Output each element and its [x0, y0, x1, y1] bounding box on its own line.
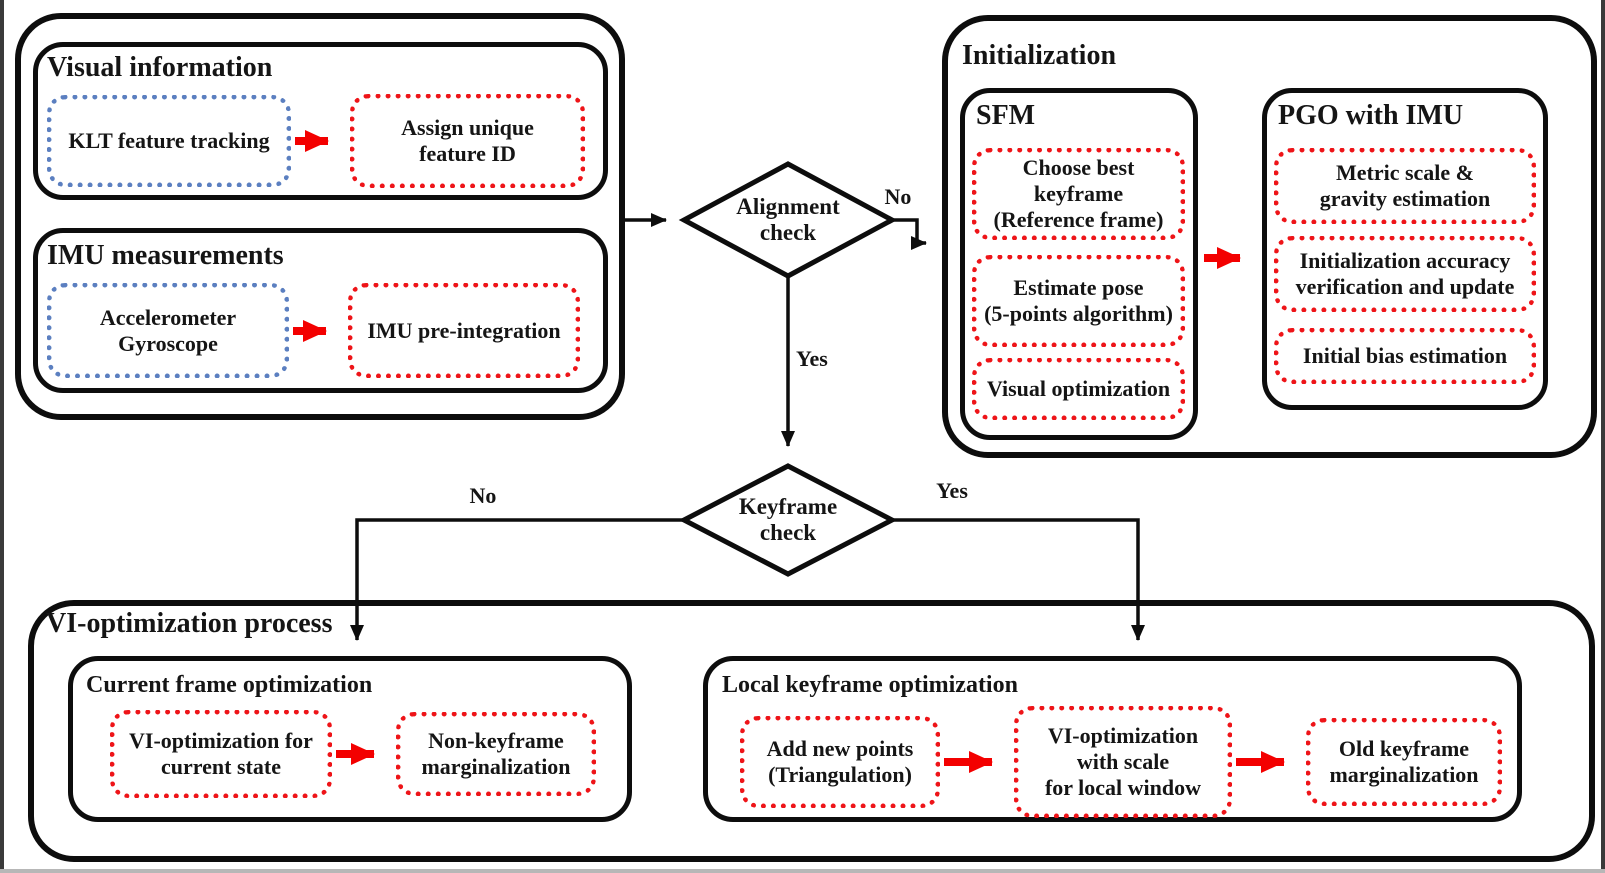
cf-step2-line1: Non-keyframe — [428, 728, 564, 754]
pgo-step1-line2: gravity estimation — [1319, 186, 1491, 211]
cf-step1-line2: current state — [161, 754, 281, 779]
sensor-line-2: Gyroscope — [118, 330, 218, 356]
lk-step2-line2: with scale — [1076, 749, 1170, 775]
initialization-title: Initialization — [962, 40, 1117, 71]
sfm-box — [960, 88, 1198, 440]
alignment-yes-label: Yes — [796, 346, 828, 371]
lk-step3-line2: marginalization — [1329, 762, 1479, 787]
current-frame-optimization-title: Current frame optimization — [86, 672, 373, 698]
left-frame-edge — [0, 0, 4, 873]
vi-optimization-process-title: VI-optimization process — [46, 608, 333, 639]
keyframe-check-line2: check — [759, 520, 817, 545]
vi-optimization-process-box — [28, 600, 1595, 862]
input-group-box — [15, 13, 625, 420]
old-keyframe-marginalization-box: Old keyframe marginalization — [1306, 718, 1502, 806]
pgo-with-imu-box — [1262, 88, 1548, 410]
pgo-step1-line1: Metric scale & — [1335, 160, 1475, 186]
imu-preintegration-label: IMU pre-integration — [367, 317, 561, 343]
klt-feature-tracking-box: KLT feature tracking — [47, 95, 291, 187]
initialization-box — [942, 15, 1597, 458]
sensor-line-1: Accelerometer — [99, 304, 237, 330]
sfm-title: SFM — [976, 100, 1036, 131]
imu-measurements-title: IMU measurements — [47, 240, 284, 271]
keyframe-no-label: No — [469, 483, 497, 508]
visual-optimization-box: Visual optimization — [972, 358, 1185, 420]
sfm-step3-line1: Visual optimization — [986, 376, 1171, 402]
lk-step1-line1: Add new points — [766, 736, 914, 762]
alignment-check-label: Alignment check — [708, 180, 868, 260]
keyframe-yes-label: Yes — [936, 478, 968, 503]
metric-scale-gravity-box: Metric scale & gravity estimation — [1274, 148, 1536, 224]
accelerometer-gyroscope-box: Accelerometer Gyroscope — [47, 283, 289, 378]
pgo-step2-line2: verification and update — [1295, 274, 1515, 299]
keyframe-check-label: Keyframe check — [708, 480, 868, 560]
assign-line-2: feature ID — [419, 141, 516, 166]
klt-feature-tracking-label: KLT feature tracking — [68, 128, 270, 154]
visual-information-box — [33, 42, 608, 200]
lk-step2-line3: for local window — [1044, 774, 1202, 800]
lk-step3-line1: Old keyframe — [1338, 736, 1470, 762]
local-keyframe-optimization-box — [703, 656, 1522, 822]
sfm-step1-line2: (Reference frame) — [993, 206, 1164, 232]
current-frame-optimization-box — [68, 656, 632, 822]
pgo-with-imu-title: PGO with IMU — [1278, 100, 1464, 131]
cf-step2-line2: marginalization — [421, 754, 571, 779]
initialization-accuracy-box: Initialization accuracy verification and… — [1274, 236, 1536, 312]
vi-optimization-current-state-box: VI-optimization for current state — [110, 710, 332, 798]
bottom-frame-edge — [0, 869, 1605, 873]
estimate-pose-box: Estimate pose (5-points algorithm) — [972, 255, 1185, 347]
alignment-check-line2: check — [759, 220, 817, 245]
sfm-step2-line2: (5-points algorithm) — [984, 301, 1173, 326]
alignment-check-line1: Alignment — [736, 193, 840, 219]
local-keyframe-optimization-title: Local keyframe optimization — [722, 672, 1018, 698]
lk-step2-line1: VI-optimization — [1047, 723, 1199, 749]
keyframe-check-line1: Keyframe — [738, 493, 838, 519]
arrow-alignment-no — [892, 218, 927, 250]
vi-optimization-with-scale-box: VI-optimization with scale for local win… — [1014, 706, 1232, 818]
right-frame-edge — [1601, 0, 1605, 873]
cf-step1-line1: VI-optimization for — [129, 728, 313, 754]
pgo-step3-line1: Initial bias estimation — [1302, 343, 1508, 369]
pgo-step2-line1: Initialization accuracy — [1299, 248, 1511, 274]
sfm-step2-line1: Estimate pose — [1013, 275, 1144, 301]
add-new-points-box: Add new points (Triangulation) — [740, 716, 940, 808]
imu-measurements-box — [33, 228, 608, 393]
initial-bias-estimation-box: Initial bias estimation — [1274, 328, 1536, 384]
assign-line-1: Assign unique — [401, 115, 534, 141]
sfm-step1-line1: Choose best keyframe — [1022, 155, 1135, 207]
imu-preintegration-box: IMU pre-integration — [348, 283, 580, 378]
non-keyframe-marginalization-box: Non-keyframe marginalization — [396, 712, 596, 796]
lk-step1-line2: (Triangulation) — [768, 762, 912, 787]
assign-unique-feature-id-box: Assign unique feature ID — [350, 94, 585, 188]
visual-information-title: Visual information — [47, 52, 273, 83]
choose-best-keyframe-box: Choose best keyframe (Reference frame) — [972, 148, 1185, 240]
alignment-no-label: No — [884, 184, 912, 209]
